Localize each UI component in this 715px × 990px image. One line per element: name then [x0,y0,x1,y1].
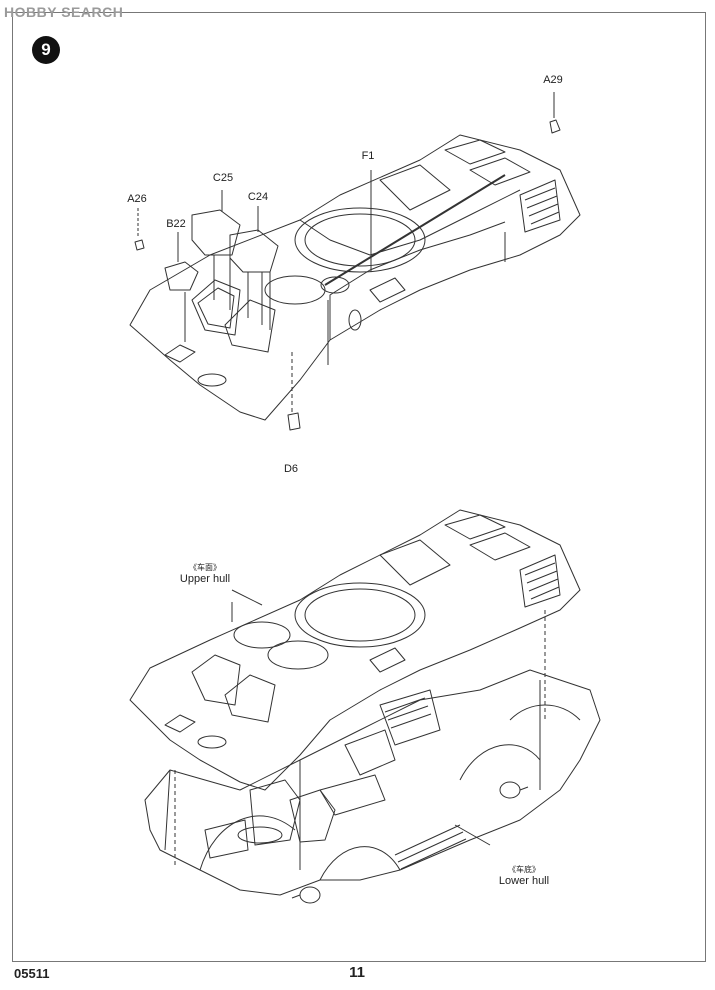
label-c24: C24 [247,191,269,203]
label-b22: B22 [166,218,186,230]
label-a29: A29 [543,74,563,86]
label-d6: D6 [283,463,299,475]
part-b22-shape [164,261,199,291]
part-a26-shape [134,239,145,251]
watermark-logo: HOBBY SEARCH [4,4,124,20]
label-a26: A26 [127,193,147,205]
part-a29-shape [549,119,561,134]
page-number: 11 [349,964,365,981]
label-upper-hull: 《车面》 Upper hull [180,562,230,585]
part-d6-shape [287,412,301,431]
product-code: 05511 [14,966,50,981]
label-upper-hull-cn: 《车面》 [188,563,221,572]
page-frame [12,12,706,962]
part-c25-shape [191,209,241,256]
upper-hull-detail-drawing [129,92,581,431]
label-upper-hull-en: Upper hull [179,573,231,585]
part-f1-rod [324,174,506,286]
label-lower-hull-en: Lower hull [498,875,550,887]
label-lower-hull-cn: 《车底》 [507,865,540,874]
label-f1: F1 [361,150,375,162]
label-c25: C25 [212,172,234,184]
hull-mating-drawing [129,509,601,904]
label-lower-hull: 《车底》 Lower hull [499,864,549,887]
step-number-badge: 9 [32,36,60,64]
